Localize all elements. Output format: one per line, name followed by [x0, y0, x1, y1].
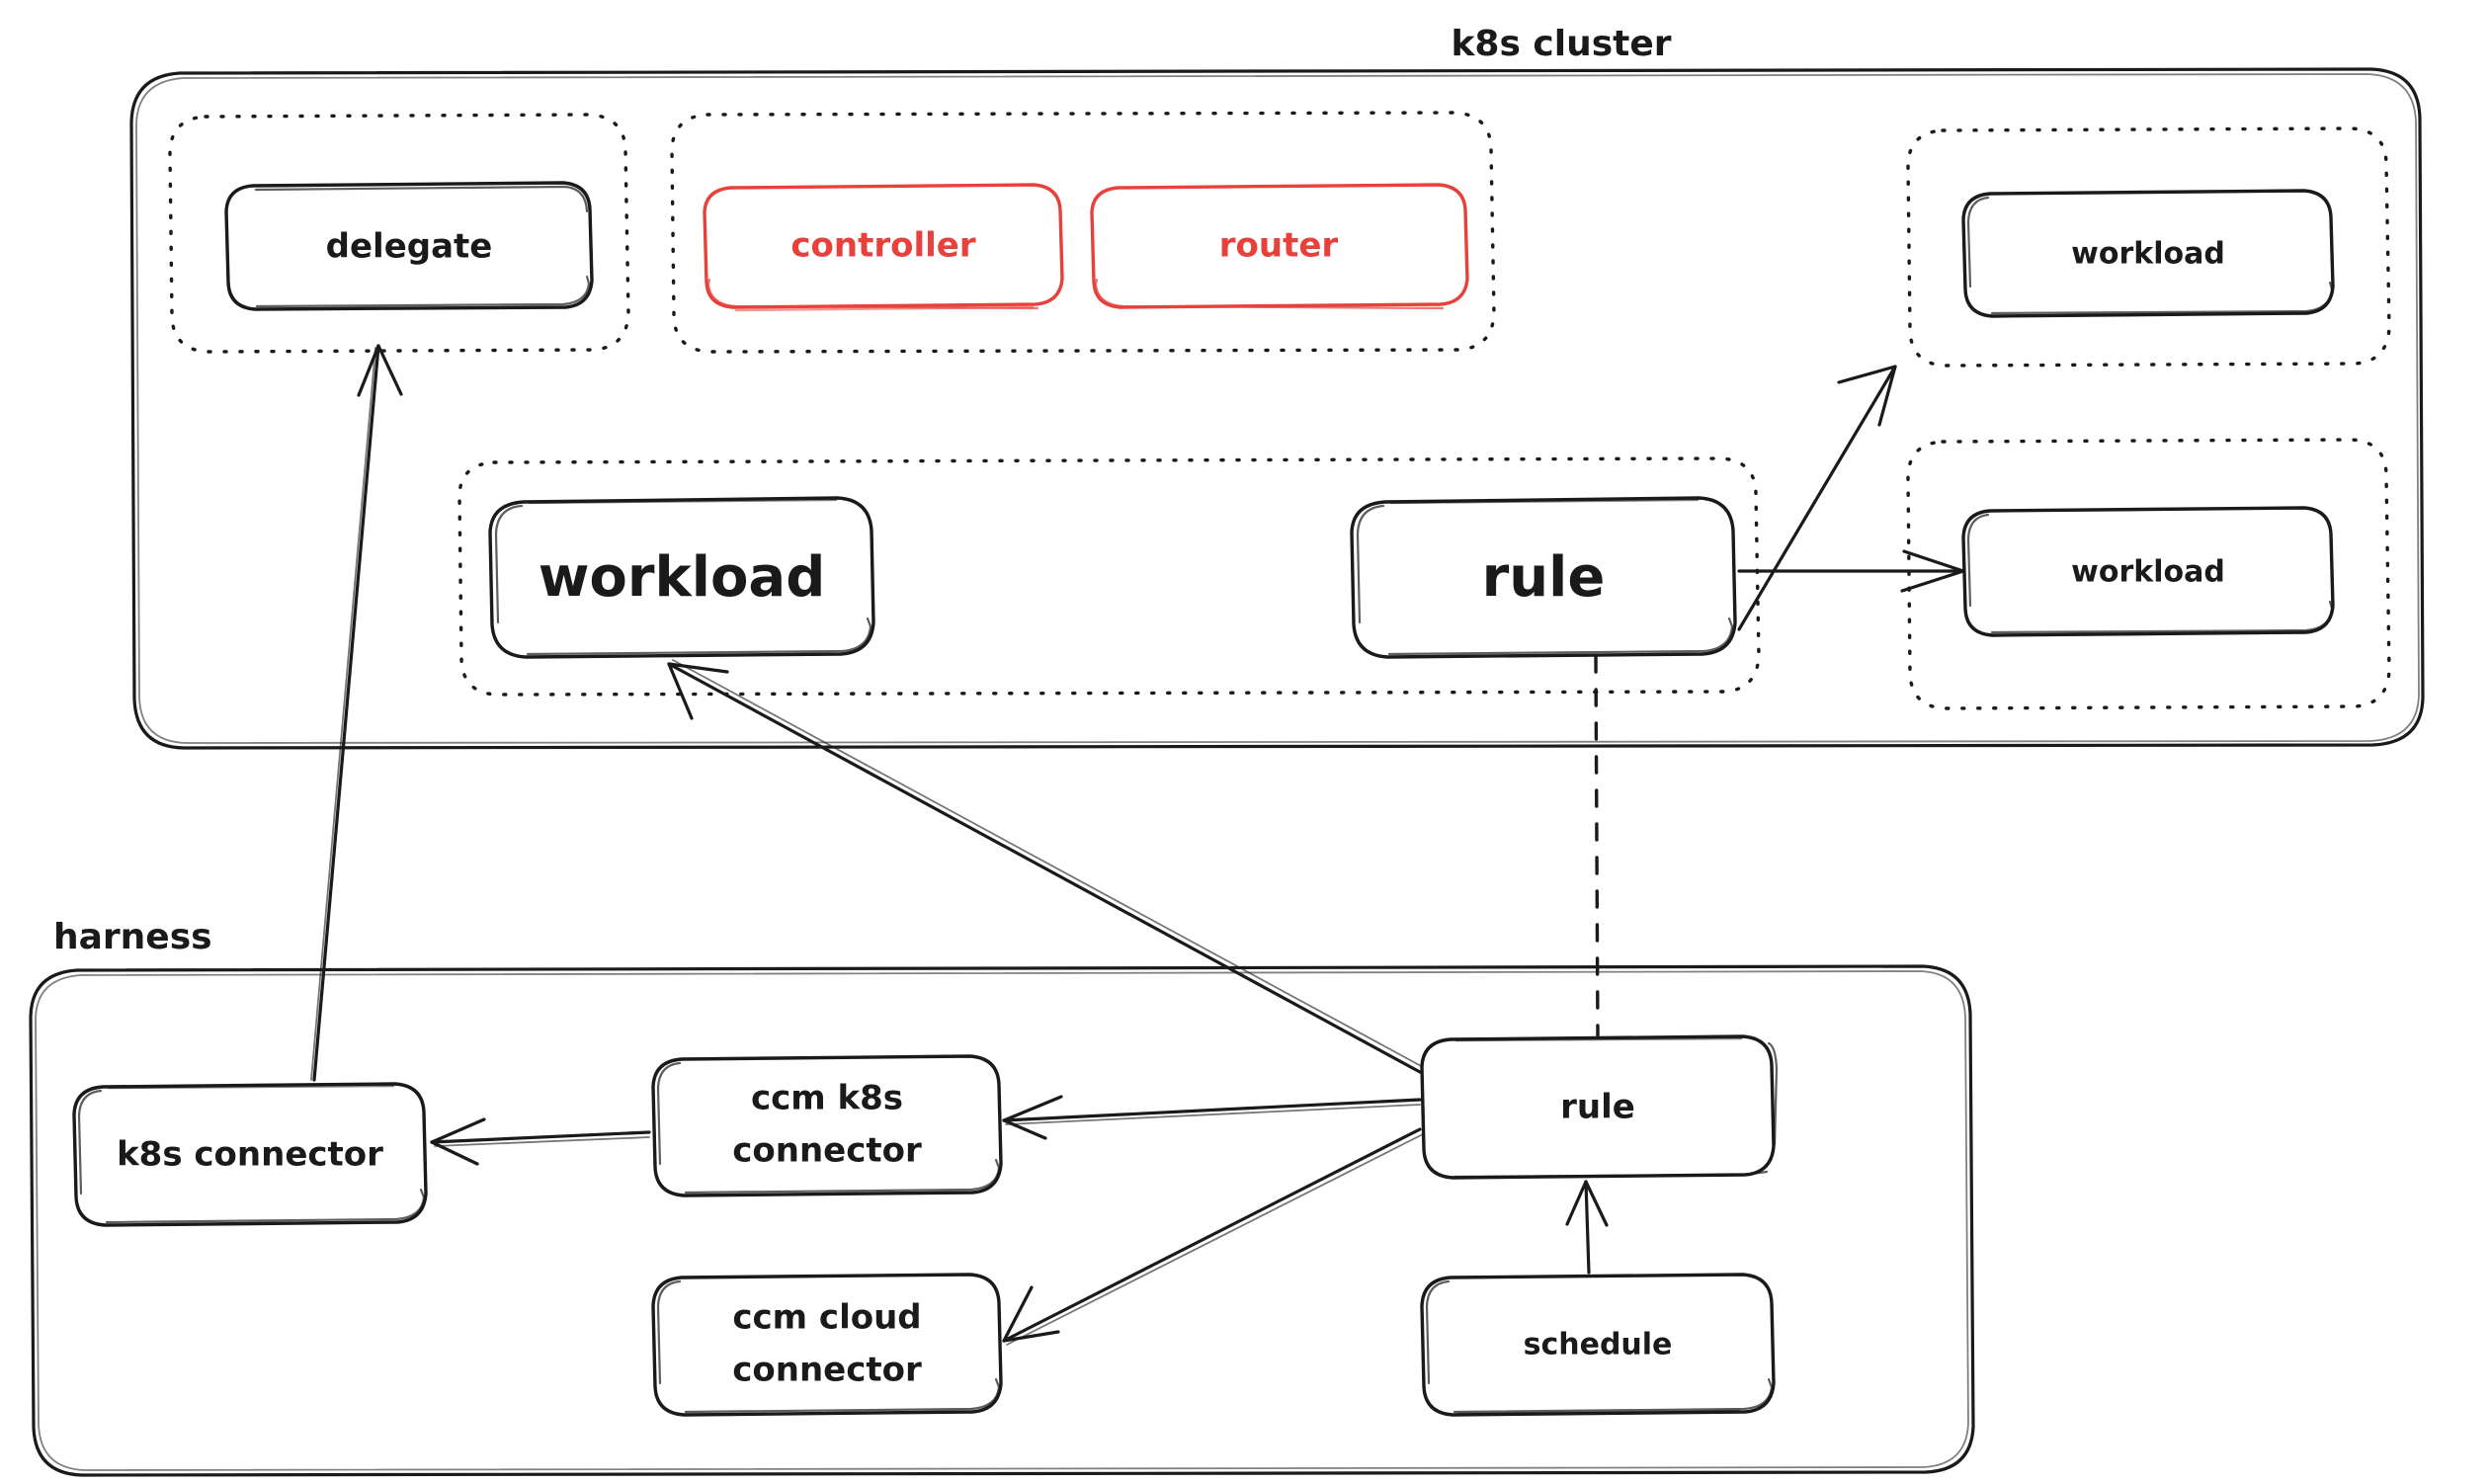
node-label-schedule: schedule [1524, 1328, 1673, 1362]
subgroup-controller-namespace [670, 111, 1496, 354]
group-label-k8s-cluster: k8s cluster [1451, 24, 1671, 64]
node-ccm-k8s-connector[interactable]: ccm k8s connector [651, 1054, 1003, 1197]
node-controller[interactable]: controller [703, 183, 1064, 312]
node-rule-cluster[interactable]: rule [1350, 496, 1737, 659]
edge-rule-harness-to-workload-center [667, 659, 1424, 1074]
node-ccm-cloud-connector[interactable]: ccm cloud connector [651, 1273, 1003, 1417]
subgroup-delegate-namespace [168, 113, 630, 354]
node-label-k8s-connector: k8s connector [117, 1135, 383, 1175]
subgroup-workload-rule-namespace [457, 456, 1761, 697]
edge-ccm-k8s-connector-to-k8s-connector [430, 1117, 651, 1166]
group-k8s-cluster [129, 67, 2425, 750]
node-workload-bottom-right[interactable]: workload [1961, 506, 2335, 637]
node-workload-top-right[interactable]: workload [1961, 189, 2335, 318]
edge-rule-harness-to-ccm-cloud-connector [1002, 1127, 1424, 1346]
node-label-delegate: delegate [326, 227, 493, 267]
edge-schedule-to-rule-harness [1565, 1180, 1609, 1275]
node-delegate[interactable]: delegate [224, 181, 594, 311]
node-label-ccm-k8s-connector-line1: ccm k8s [751, 1079, 903, 1118]
group-label-harness: harness [53, 917, 212, 957]
node-label-rule-cluster: rule [1482, 545, 1606, 610]
node-label-controller: controller [790, 226, 975, 266]
edge-k8s-connector-to-delegate [310, 344, 403, 1082]
group-harness [29, 964, 1975, 1477]
node-label-workload-top-right: workload [2071, 237, 2225, 272]
node-label-router: router [1219, 226, 1339, 266]
node-label-ccm-k8s-connector-line2: connector [732, 1131, 922, 1171]
node-label-ccm-cloud-connector-line2: connector [732, 1351, 922, 1390]
edge-rule-cluster-to-rule-harness [1594, 654, 1600, 1037]
edge-rule-cluster-to-workload-bottom-right [1737, 549, 1965, 593]
node-label-rule-harness: rule [1560, 1088, 1635, 1127]
node-router[interactable]: router [1090, 183, 1469, 310]
edge-rule-harness-to-ccm-k8s-connector [1002, 1095, 1422, 1140]
subgroup-workload-namespace-bottom [1906, 438, 2391, 710]
node-label-ccm-cloud-connector-line1: ccm cloud [732, 1298, 921, 1338]
node-label-workload-center: workload [539, 545, 826, 610]
node-workload-center[interactable]: workload [488, 496, 875, 659]
subgroup-workload-namespace-top [1906, 126, 2391, 368]
node-k8s-connector[interactable]: k8s connector [72, 1082, 428, 1227]
node-rule-harness[interactable]: rule [1420, 1034, 1779, 1180]
node-schedule[interactable]: schedule [1420, 1273, 1776, 1417]
edge-rule-cluster-to-workload-top-right [1737, 365, 1897, 631]
node-label-workload-bottom-right: workload [2071, 555, 2225, 590]
